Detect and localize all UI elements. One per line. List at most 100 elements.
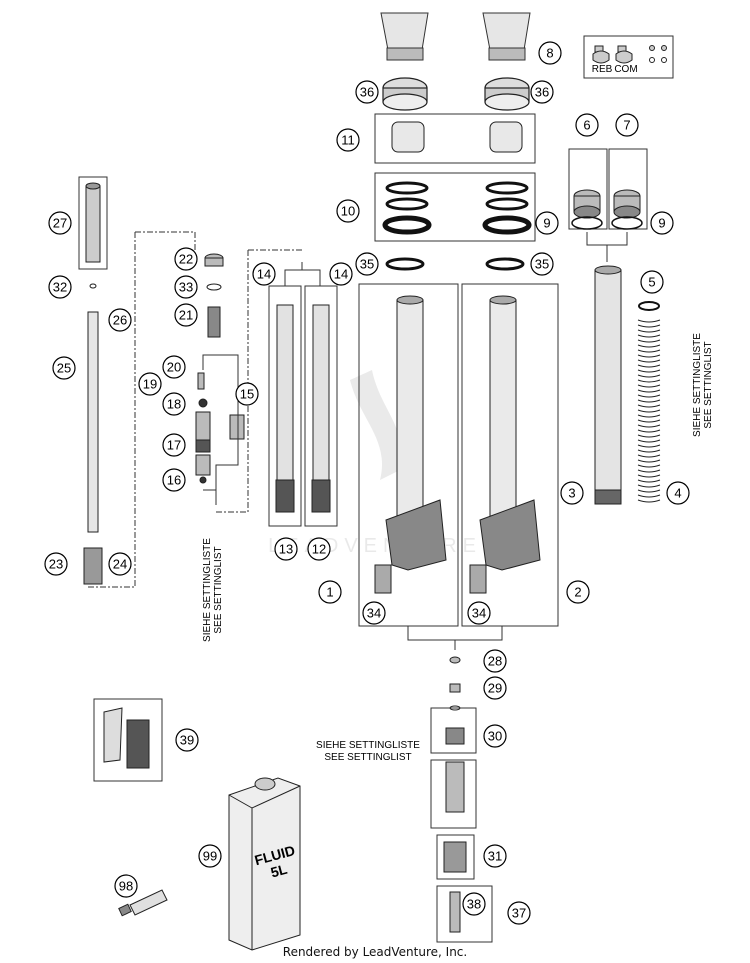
callout-16[interactable]: 16 [162,468,186,492]
cartridge-tubes [275,304,331,513]
svg-text:5L: 5L [269,861,289,881]
callout-8[interactable]: 8 [538,41,562,65]
svg-text:12: 12 [312,542,326,557]
svg-text:SEE SETTINGLIST: SEE SETTINGLIST [703,341,714,428]
leader-20 [202,354,239,490]
callout-3[interactable]: 3 [560,481,584,505]
dash-line-rod [88,231,196,588]
callout-19[interactable]: 19 [138,372,162,396]
watermark: LEADVENTURE [268,370,476,557]
svg-text:31: 31 [488,849,502,864]
svg-text:6: 6 [583,118,590,133]
callout-2[interactable]: 2 [566,580,590,604]
callout-31[interactable]: 31 [483,844,507,868]
callout-32[interactable]: 32 [48,275,72,299]
fork-caps-6-7 [573,189,641,219]
callout-11[interactable]: 11 [336,128,360,152]
svg-text:29: 29 [488,681,502,696]
svg-text:14: 14 [334,267,348,282]
svg-text:15: 15 [240,387,254,402]
svg-text:16: 16 [167,473,181,488]
callout-36a[interactable]: 36 [355,80,379,104]
svg-text:22: 22 [179,252,193,267]
callout-10[interactable]: 10 [336,199,360,223]
callout-22[interactable]: 22 [174,247,198,271]
callout-5[interactable]: 5 [640,270,664,294]
callout-17[interactable]: 17 [162,433,186,457]
footer-credit: Rendered by LeadVenture, Inc. [283,945,467,959]
part-39-box [93,698,163,782]
callout-20[interactable]: 20 [162,355,186,379]
svg-text:SEE SETTINGLIST: SEE SETTINGLIST [324,752,411,763]
callout-7[interactable]: 7 [615,113,639,137]
decal-39 [103,707,150,769]
callout-29[interactable]: 29 [483,676,507,700]
svg-text:9: 9 [658,216,665,231]
svg-text:9: 9 [543,216,550,231]
callout-23[interactable]: 23 [44,552,68,576]
top-dust-caps [380,12,531,61]
seals-10 [382,181,532,235]
callout-14a[interactable]: 14 [252,262,276,286]
fork-leg-2 [469,295,541,594]
callout-9a[interactable]: 9 [535,211,559,235]
callout-36b[interactable]: 36 [530,80,554,104]
callout-35b[interactable]: 35 [530,252,554,276]
callout-1[interactable]: 1 [318,580,342,604]
svg-text:28: 28 [488,654,502,669]
svg-text:26: 26 [113,313,127,328]
callout-25[interactable]: 25 [52,356,76,380]
svg-text:36: 36 [535,85,549,100]
callout-99[interactable]: 99 [198,844,222,868]
svg-text:36: 36 [360,85,374,100]
callout-30[interactable]: 30 [483,724,507,748]
callout-6[interactable]: 6 [575,113,599,137]
callout-21[interactable]: 21 [174,303,198,327]
bottom-valve-parts [443,656,467,933]
callout-9b[interactable]: 9 [650,211,674,235]
callout-39[interactable]: 39 [175,728,199,752]
svg-text:32: 32 [53,280,67,295]
part-27-box [78,176,108,270]
part-30-box [430,707,477,754]
callout-12[interactable]: 12 [307,537,331,561]
com-label: COM [614,64,637,75]
part-37-box [436,885,493,943]
callout-98[interactable]: 98 [114,874,138,898]
callout-34a[interactable]: 34 [362,601,386,625]
callout-18[interactable]: 18 [162,392,186,416]
callout-34b[interactable]: 34 [467,601,491,625]
callout-35a[interactable]: 35 [355,252,379,276]
svg-text:33: 33 [179,280,193,295]
dash-line-left-assy [216,249,302,513]
svg-text:14: 14 [257,267,271,282]
svg-text:5: 5 [648,275,655,290]
setting-note-right: SIEHE SETTINGLISTE SEE SETTINGLIST [692,333,714,437]
part-12-box [304,285,338,527]
svg-text:37: 37 [512,906,526,921]
svg-text:11: 11 [341,133,355,148]
svg-text:34: 34 [367,606,381,621]
svg-text:SIEHE SETTINGLISTE: SIEHE SETTINGLISTE [202,538,213,642]
callout-27[interactable]: 27 [48,211,72,235]
grease-tube-98 [118,889,168,917]
callout-4[interactable]: 4 [666,481,690,505]
callout-28[interactable]: 28 [483,649,507,673]
callout-26[interactable]: 26 [108,308,132,332]
callout-13[interactable]: 13 [274,537,298,561]
part-31-box [436,834,475,880]
o-rings-9 [571,216,643,230]
o-rings-35 [385,257,525,271]
svg-text:35: 35 [535,257,549,272]
svg-text:35: 35 [360,257,374,272]
svg-text:7: 7 [623,118,630,133]
callouts: 1 2 3 4 5 6 7 8 9 9 10 11 12 13 14 14 15… [44,41,690,925]
callout-33[interactable]: 33 [174,275,198,299]
callout-14b[interactable]: 14 [329,262,353,286]
callout-37[interactable]: 37 [507,901,531,925]
callout-15[interactable]: 15 [235,382,259,406]
callout-24[interactable]: 24 [108,552,132,576]
svg-text:27: 27 [53,216,67,231]
callout-38[interactable]: 38 [462,892,486,916]
